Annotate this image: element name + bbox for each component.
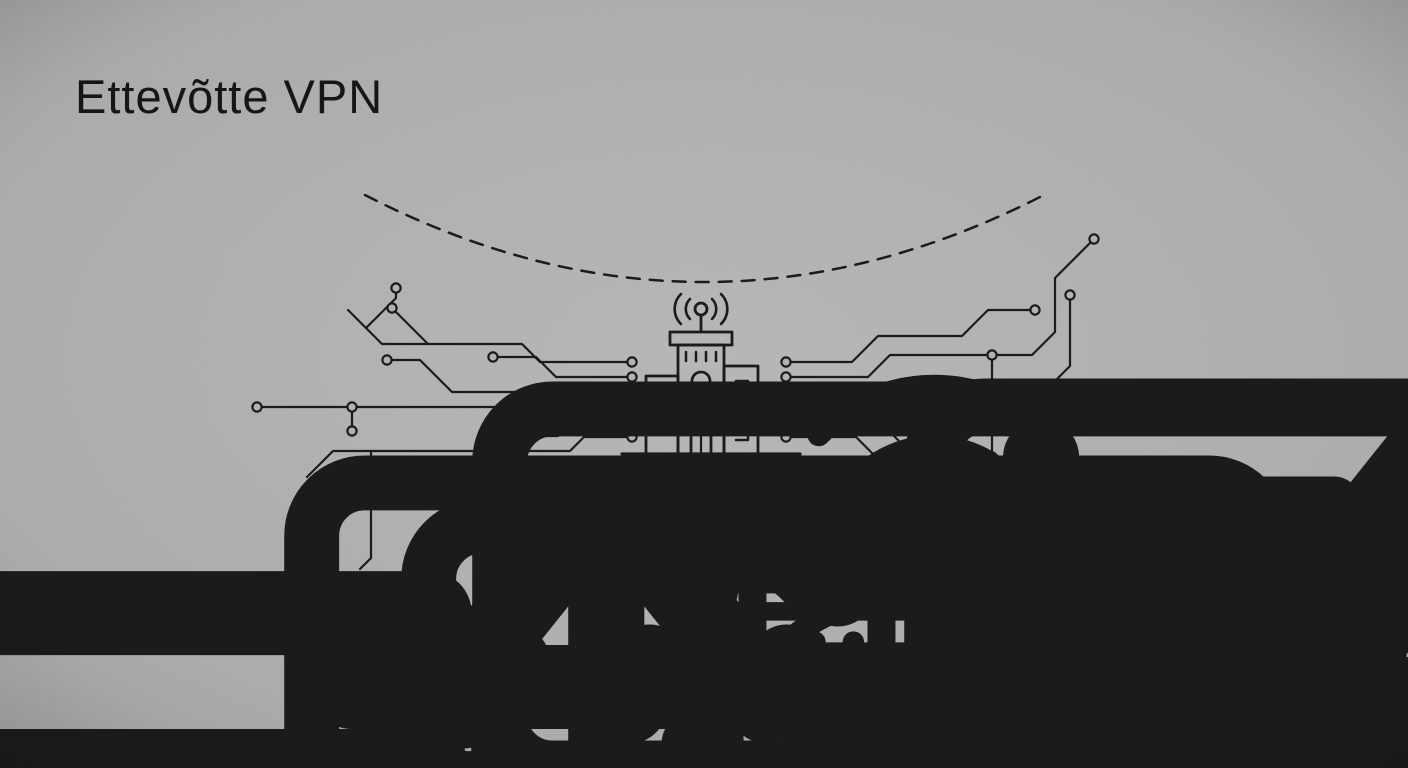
page-title: Ettevõtte VPN [75,70,383,123]
